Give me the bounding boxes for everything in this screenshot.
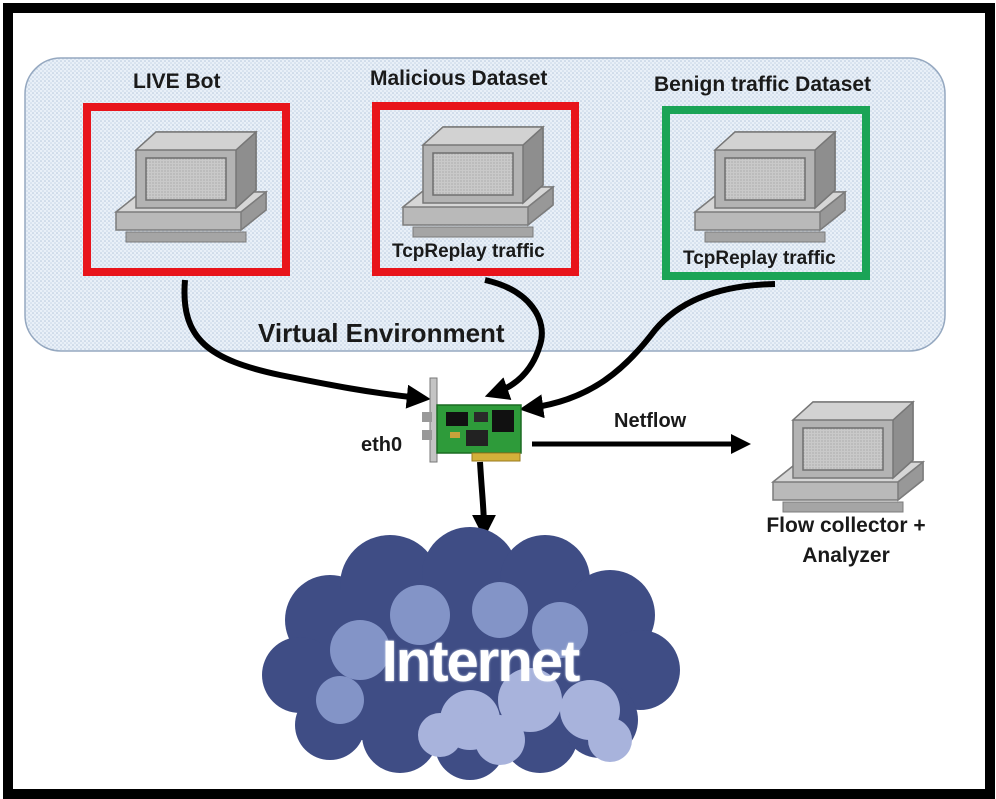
- live-bot-label: LIVE Bot: [133, 70, 221, 93]
- benign-computer-icon: [694, 131, 846, 243]
- live-bot-computer-icon: [115, 131, 267, 243]
- flow-collector-label: Flow collector +: [766, 514, 926, 537]
- arrow-nic-to-internet: [471, 461, 496, 539]
- internet-cloud-icon: [262, 527, 680, 780]
- malicious-tcpreplay-label: TcpReplay traffic: [392, 241, 545, 262]
- malicious-computer-icon: [402, 126, 554, 238]
- netflow-label: Netflow: [614, 410, 687, 432]
- benign-tcpreplay-label: TcpReplay traffic: [683, 248, 836, 269]
- network-card-icon: [422, 377, 522, 463]
- arrow-live-to-nic: [181, 279, 431, 409]
- flow-collector-computer-icon: [772, 401, 924, 513]
- benign-dataset-box: [662, 106, 870, 280]
- live-bot-box: [83, 103, 290, 276]
- internet-label: Internet: [381, 629, 581, 694]
- virtual-environment-label: Virtual Environment: [258, 318, 505, 348]
- arrow-malicious-to-nic: [484, 277, 545, 400]
- malicious-dataset-box: [372, 102, 579, 276]
- analyzer-label: Analyzer: [802, 544, 890, 567]
- malicious-dataset-label: Malicious Dataset: [370, 67, 548, 90]
- eth0-label: eth0: [361, 434, 403, 456]
- arrow-benign-to-nic: [519, 281, 776, 419]
- benign-dataset-label: Benign traffic Dataset: [654, 73, 872, 96]
